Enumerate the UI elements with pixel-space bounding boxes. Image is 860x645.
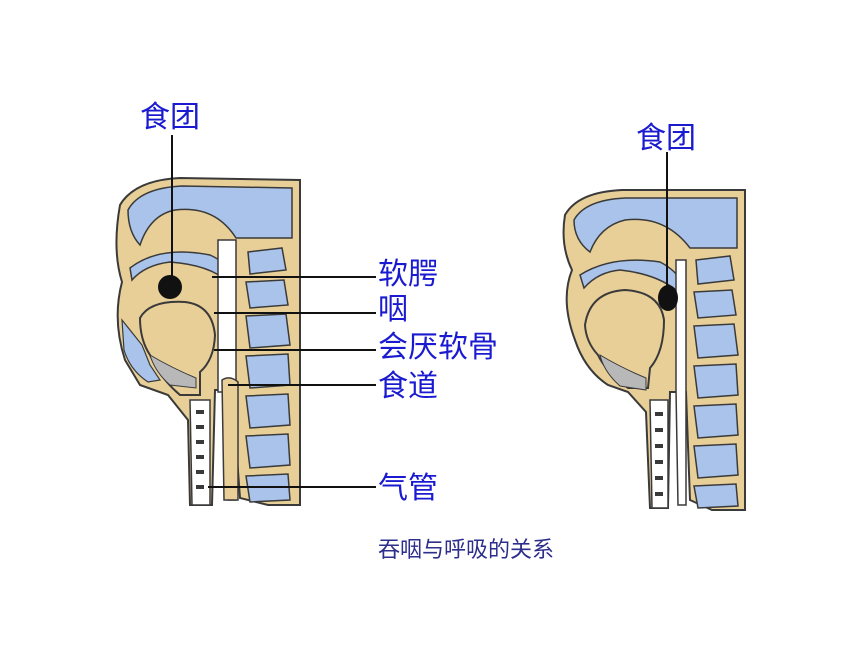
left-bolus-marker [158,275,182,299]
right-bolus-marker [658,285,678,311]
pharynx-label: 咽 [378,292,408,327]
figure-caption: 吞咽与呼吸的关系 [378,538,555,563]
soft-palate-label: 软腭 [378,257,438,292]
right-bolus-label: 食团 [636,121,696,156]
left-bolus-label: 食团 [140,100,200,135]
trachea-label: 气管 [378,471,438,506]
left-anatomy-figure [115,135,376,506]
epiglottis-label: 会厌软骨 [378,330,498,365]
right-anatomy-figure [562,152,746,511]
esophagus-label: 食道 [378,369,438,404]
